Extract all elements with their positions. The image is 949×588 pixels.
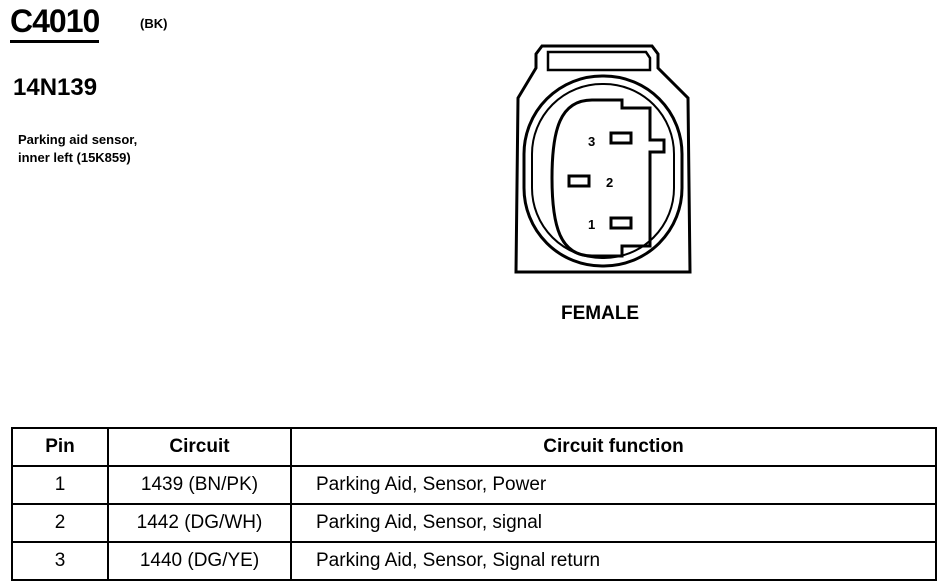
pin-1-label: 1 [588,217,595,232]
pin-3-label: 3 [588,134,595,149]
row-function: Parking Aid, Sensor, Power [290,465,937,505]
row-pin: 3 [11,541,109,581]
row-function: Parking Aid, Sensor, signal [290,503,937,543]
pinout-table: Pin Circuit Circuit function 1 1439 (BN/… [11,427,937,581]
connector-gender-label: FEMALE [561,303,640,324]
header-pin: Pin [11,427,109,467]
description-line-1: Parking aid sensor, [18,132,138,147]
pin-3-cavity [609,131,633,145]
connector-color-code: (BK) [140,16,168,31]
pin-2-cavity [567,174,591,188]
table-row: 3 1440 (DG/YE) Parking Aid, Sensor, Sign… [11,541,937,581]
row-pin: 2 [11,503,109,543]
connector-latch-inner [546,50,652,72]
table-row: 2 1442 (DG/WH) Parking Aid, Sensor, sign… [11,503,937,543]
row-circuit: 1440 (DG/YE) [107,541,292,581]
pin-2-label: 2 [606,175,613,190]
connector-id: C4010 [10,2,100,43]
header-circuit-function: Circuit function [290,427,937,467]
connector-housing-outline [514,44,692,274]
part-number: 14N139 [13,74,98,101]
connector-body-inner [531,83,675,259]
row-function: Parking Aid, Sensor, Signal return [290,541,937,581]
row-pin: 1 [11,465,109,505]
connector-insert [550,98,666,258]
row-circuit: 1439 (BN/PK) [107,465,292,505]
description-line-2: inner left (15K859) [18,150,131,165]
connector-description: Parking aid sensor, inner left (15K859) [18,131,218,167]
pin-1-cavity [609,216,633,230]
connector-face-diagram: 3 2 1 [514,44,692,274]
header-circuit: Circuit [107,427,292,467]
connector-body [522,74,684,268]
row-circuit: 1442 (DG/WH) [107,503,292,543]
table-row: 1 1439 (BN/PK) Parking Aid, Sensor, Powe… [11,465,937,505]
table-header-row: Pin Circuit Circuit function [11,427,937,467]
